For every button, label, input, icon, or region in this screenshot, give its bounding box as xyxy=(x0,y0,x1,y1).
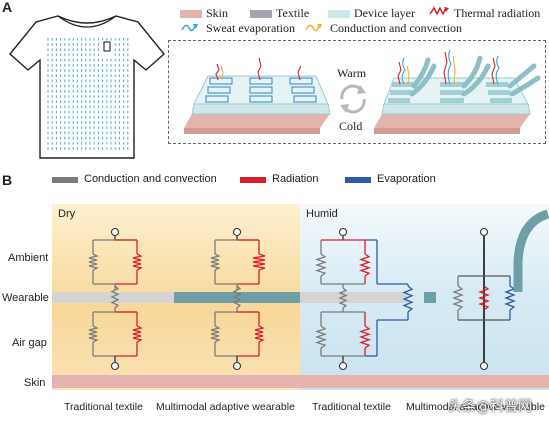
cold-state-device xyxy=(184,57,331,134)
thermal-radiation-legend-label: Thermal radiation xyxy=(454,6,541,20)
device-layer-swatch xyxy=(328,10,350,18)
dry-label: Dry xyxy=(58,208,76,220)
humid-label: Humid xyxy=(306,208,338,220)
evaporation-swatch xyxy=(345,177,371,183)
textile-legend-label: Textile xyxy=(276,6,310,20)
wearable-layer-bar-dry-adaptive xyxy=(174,292,300,303)
skin-row-label: Skin xyxy=(24,377,46,389)
conduction-legend-label: Conduction and convection xyxy=(84,173,217,185)
wearable-layer-bar-humid-stub xyxy=(424,292,436,303)
humid-traditional-caption: Traditional textile xyxy=(312,401,391,413)
conduction-swatch xyxy=(52,177,78,183)
warm-state-device xyxy=(374,49,541,134)
t-shirt-illustration xyxy=(9,15,165,159)
conduction-convection-legend-label: Conduction and convection xyxy=(330,21,462,35)
panel-b-label: B xyxy=(2,172,13,188)
skin-layer-bar xyxy=(52,375,549,388)
skin-swatch xyxy=(180,10,202,18)
radiation-legend-label: Radiation xyxy=(272,173,319,185)
switch-cycle-icon xyxy=(340,84,366,114)
skin-legend-label: Skin xyxy=(206,6,229,20)
device-states-box xyxy=(168,40,546,144)
wearable-row-label: Wearable xyxy=(2,292,49,304)
radiation-swatch xyxy=(240,177,266,183)
watermark: 头条@科普网 xyxy=(448,399,532,415)
sweat-evaporation-legend-label: Sweat evaporation xyxy=(206,21,295,35)
conduction-convection-icon xyxy=(305,24,322,32)
sweat-evaporation-icon xyxy=(181,24,198,32)
humid-adaptive-caption: Multimodal adaptive wearable xyxy=(406,401,545,413)
warm-label: Warm xyxy=(337,66,367,80)
evaporation-legend-label: Evaporation xyxy=(377,173,436,185)
air-gap-row-label: Air gap xyxy=(12,337,47,349)
cold-label: Cold xyxy=(339,119,363,133)
thermal-radiation-icon xyxy=(429,6,449,16)
device-layer-legend-label: Device layer xyxy=(354,6,415,20)
ambient-row-label: Ambient xyxy=(8,252,49,264)
textile-swatch xyxy=(250,10,272,18)
dry-adaptive-caption: Multimodal adaptive wearable xyxy=(156,401,295,413)
dry-traditional-caption: Traditional textile xyxy=(64,401,143,413)
wearable-layer-bar-humid-traditional xyxy=(300,292,408,303)
panel-a-label: A xyxy=(2,0,13,15)
